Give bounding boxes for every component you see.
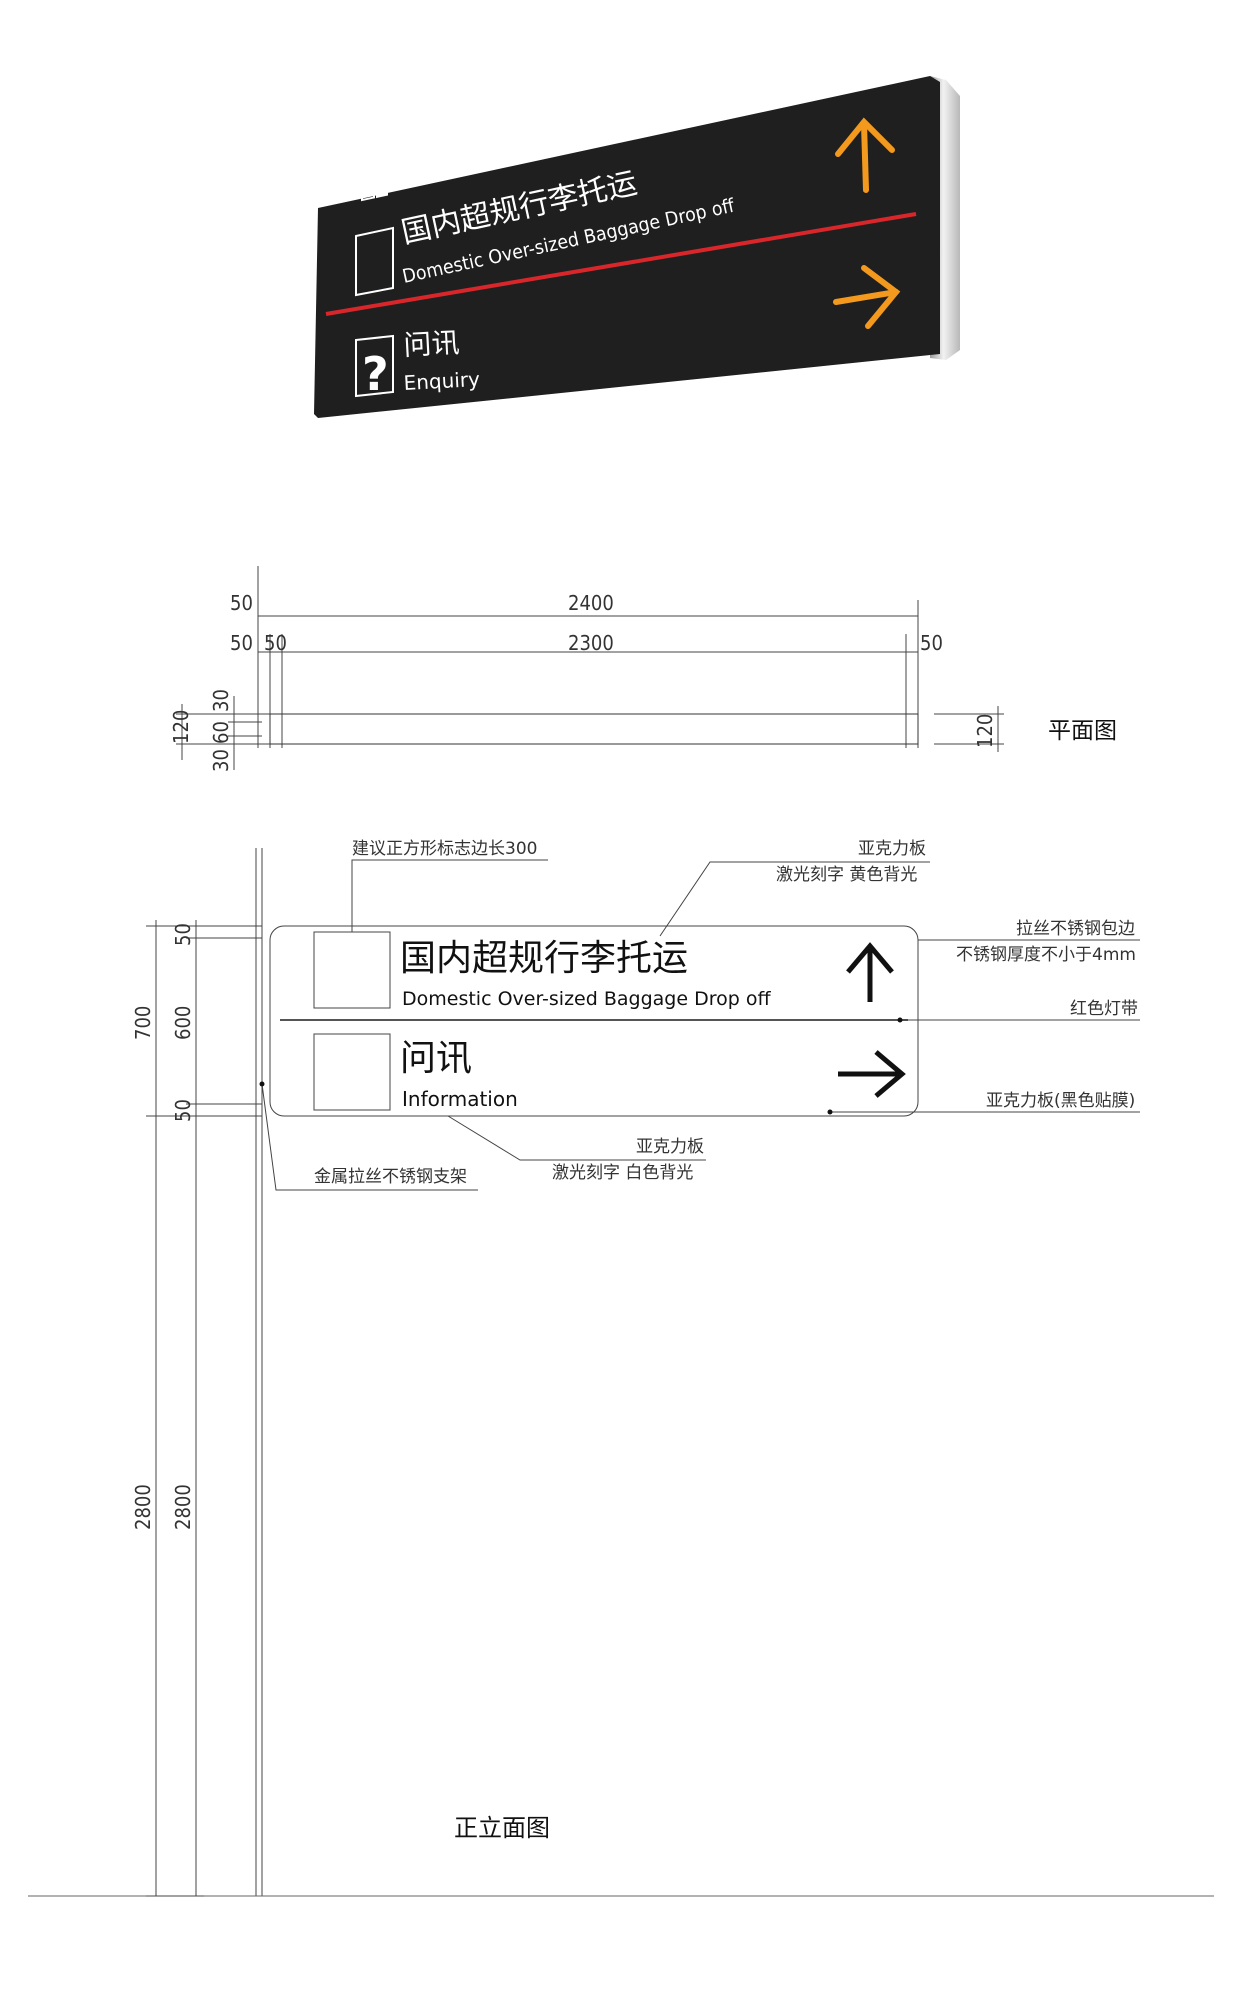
elevation-icon-square-2 — [313, 1033, 391, 1111]
elevation-annotations: 建议正方形标志边长300 亚克力板 激光刻字 黄色背光 拉丝不锈钢包边 不锈钢厚… — [314, 839, 1138, 1187]
dim-elev-50-bottom: 50 — [171, 1099, 195, 1122]
up-arrow-icon — [835, 117, 895, 193]
elevation-icon-square-1 — [313, 931, 391, 1009]
plan-view — [176, 566, 1004, 770]
note-acrylic-bottom-1: 亚克力板 — [636, 1137, 704, 1157]
sign-render: 国内超规行李托运 Domestic Over-sized Baggage Dro… — [314, 76, 960, 418]
note-acrylic-top-2: 激光刻字 黄色背光 — [776, 865, 917, 885]
note-black-film: 亚克力板(黑色贴膜) — [986, 1091, 1135, 1111]
elevation-panel — [269, 925, 919, 1117]
dim-elev-600: 600 — [171, 1006, 195, 1040]
dim-plan-total-width: 2400 — [568, 591, 614, 615]
right-arrow-icon — [833, 265, 901, 329]
render-row2-zh: 问讯 — [403, 326, 461, 362]
dim-plan-60: 60 — [209, 721, 233, 744]
elevation-row2-zh: 问讯 — [400, 1038, 472, 1079]
render-row2-en: Enquiry — [403, 367, 481, 395]
dim-plan-left-outer: 50 — [230, 591, 253, 615]
note-square-size: 建议正方形标志边长300 — [352, 839, 537, 859]
elevation-view — [28, 848, 1214, 1897]
question-icon: ? — [355, 334, 394, 401]
dim-elev-2800-b: 2800 — [171, 1484, 195, 1530]
note-bracket: 金属拉丝不锈钢支架 — [314, 1167, 467, 1187]
dim-plan-left-2a: 50 — [230, 631, 253, 655]
baggage-icon — [355, 169, 394, 297]
sign-panel — [314, 76, 940, 418]
dim-plan-inner-width: 2300 — [568, 631, 614, 655]
note-edge-1: 拉丝不锈钢包边 — [1016, 919, 1135, 939]
plan-view-label: 平面图 — [1048, 718, 1117, 744]
note-edge-2: 不锈钢厚度不小于4mm — [956, 945, 1136, 965]
red-light-stripe — [325, 212, 917, 316]
svg-text:?: ? — [362, 347, 389, 401]
dim-plan-depth: 120 — [169, 710, 193, 744]
elevation-right-arrow-icon — [838, 1050, 906, 1098]
dim-plan-right: 50 — [920, 631, 943, 655]
plan-dimension-labels: 50 2400 50 50 2300 50 120 30 60 30 120 — [169, 591, 997, 772]
dim-plan-left-2b: 50 — [264, 631, 287, 655]
elevation-row1-en: Domestic Over-sized Baggage Drop off — [402, 988, 771, 1010]
elevation-panel-content: 国内超规行李托运 Domestic Over-sized Baggage Dro… — [259, 938, 906, 1115]
note-acrylic-top-1: 亚克力板 — [858, 839, 926, 859]
elevation-view-label: 正立面图 — [454, 1814, 550, 1842]
dim-elev-50-top: 50 — [171, 923, 195, 946]
dim-plan-30-bottom: 30 — [209, 749, 233, 772]
dim-elev-700: 700 — [131, 1006, 155, 1040]
elevation-dimension-labels: 700 50 600 50 2800 2800 — [131, 923, 195, 1530]
dim-elev-2800-a: 2800 — [131, 1484, 155, 1530]
elevation-row1-zh: 国内超规行李托运 — [400, 938, 688, 979]
dim-plan-right-depth: 120 — [973, 714, 997, 748]
note-red-light: 红色灯带 — [1070, 999, 1138, 1019]
elevation-row2-en: Information — [402, 1087, 518, 1111]
elevation-up-arrow-icon — [846, 942, 894, 1002]
note-acrylic-bottom-2: 激光刻字 白色背光 — [552, 1163, 693, 1183]
dim-plan-30-top: 30 — [209, 689, 233, 712]
